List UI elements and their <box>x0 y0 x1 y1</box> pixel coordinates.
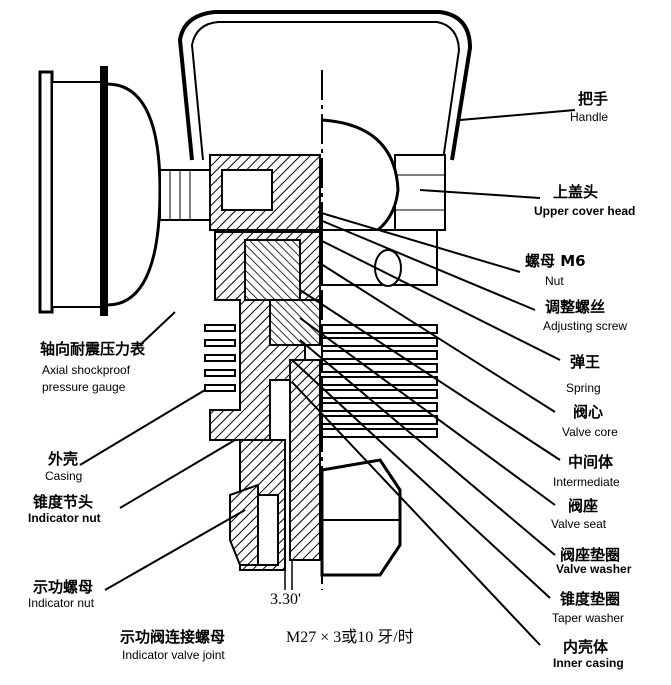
label-gauge-en-line1: Axial shockproof <box>42 363 131 377</box>
label-valve-seat-en: Valve seat <box>551 517 607 531</box>
label-taper-washer-zh: 锥度垫圈 <box>560 590 621 608</box>
label-joint-zh: 示功阀连接螺母 <box>120 628 226 646</box>
label-indicator-nut-1-zh: 锥度节头 <box>33 493 94 511</box>
upper-cover-head <box>209 118 446 287</box>
label-handle-en: Handle <box>570 110 609 124</box>
pressure-gauge <box>38 66 221 316</box>
label-valve-core-en: Valve core <box>562 425 618 439</box>
label-inner-casing-zh: 内壳体 <box>563 638 609 656</box>
label-inner-casing-en: Inner casing <box>553 656 624 670</box>
label-indicator-nut-1-en: Indicator nut <box>28 511 101 525</box>
label-spring-en: Spring <box>566 381 601 395</box>
label-upper-cover-head-en: Upper cover head <box>534 204 636 218</box>
label-dimension: 3.30' <box>270 591 301 608</box>
label-joint-en: Indicator valve joint <box>122 648 225 662</box>
label-nut-zh: 螺母 M6 <box>525 252 586 270</box>
leader-lines <box>79 109 576 646</box>
label-valve-core-zh: 阀心 <box>573 403 604 421</box>
label-joint-spec: M27 × 3或10 牙/时 <box>286 629 414 646</box>
label-casing-zh: 外壳 <box>48 450 79 468</box>
label-intermediate-en: Intermediate <box>553 475 620 489</box>
label-nut-en: Nut <box>545 274 564 288</box>
label-gauge-zh: 轴向耐震压力表 <box>40 340 146 358</box>
label-valve-washer-en: Valve washer <box>556 562 632 576</box>
label-casing-en: Casing <box>45 469 83 483</box>
handle-shape <box>177 10 473 161</box>
label-indicator-nut-2-zh: 示功螺母 <box>33 578 94 596</box>
label-indicator-nut-2-en: Indicator nut <box>28 596 95 610</box>
label-taper-washer-en: Taper washer <box>552 611 625 625</box>
label-intermediate-zh: 中间体 <box>568 453 614 471</box>
label-upper-cover-head-zh: 上盖头 <box>553 183 599 201</box>
label-adjusting-screw-en: Adjusting screw <box>543 319 628 333</box>
label-valve-seat-zh: 阀座 <box>568 497 599 515</box>
label-adjusting-screw-zh: 调整螺丝 <box>545 298 606 316</box>
label-gauge-en-line2: pressure gauge <box>42 380 126 394</box>
label-spring-zh: 弹王 <box>570 353 601 371</box>
label-handle-zh: 把手 <box>578 90 609 108</box>
valve-body <box>209 231 321 571</box>
hex-nut <box>229 458 402 577</box>
label-valve-washer-zh: 阀座垫圈 <box>560 546 621 564</box>
